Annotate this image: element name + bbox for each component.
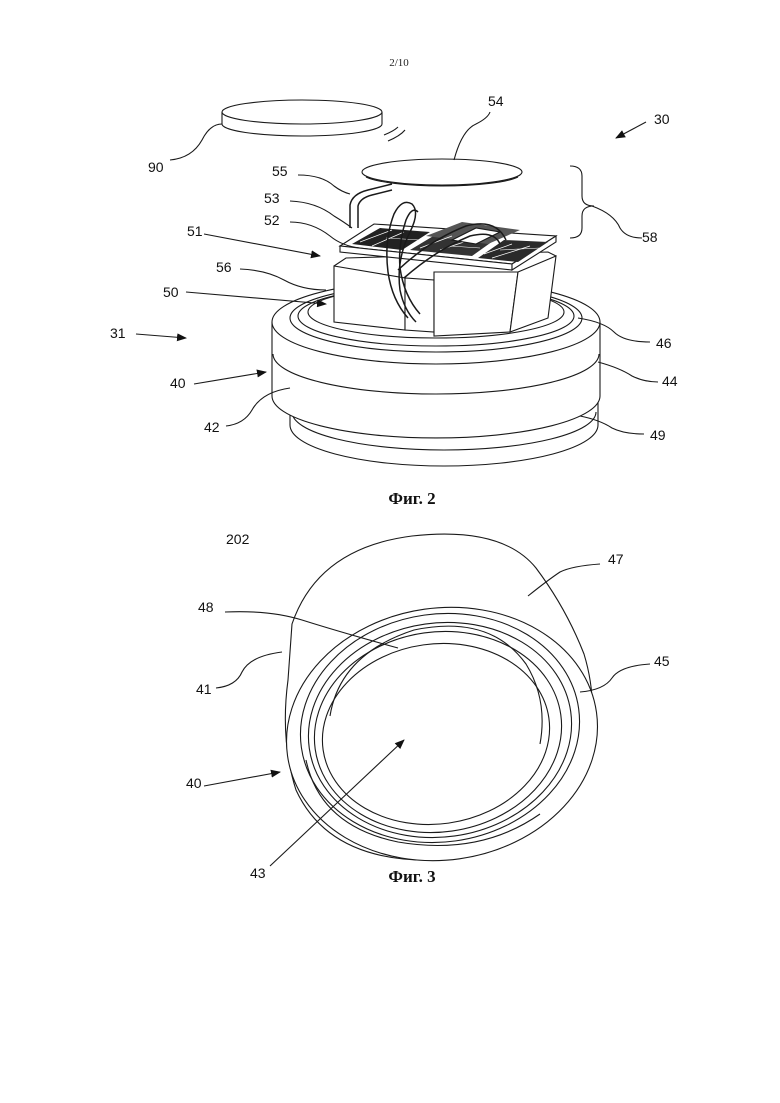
- label-46: 46: [656, 335, 672, 351]
- label-44: 44: [662, 373, 678, 389]
- label-50: 50: [163, 284, 179, 300]
- electronic-assembly-50: [334, 222, 556, 336]
- label-48: 48: [198, 599, 214, 615]
- label-90: 90: [148, 159, 164, 175]
- label-52: 52: [264, 212, 280, 228]
- label-45: 45: [654, 653, 670, 669]
- label-51: 51: [187, 223, 203, 239]
- label-47: 47: [608, 551, 624, 567]
- bracket-58: [570, 166, 594, 238]
- page-number: 2/10: [389, 57, 409, 69]
- label-40-fig3: 40: [186, 775, 202, 791]
- label-42: 42: [204, 419, 220, 435]
- label-30: 30: [654, 111, 670, 127]
- figure-2-drawing: [136, 100, 658, 466]
- label-56: 56: [216, 259, 232, 275]
- label-202: 202: [226, 531, 250, 547]
- disc-54: [362, 159, 522, 185]
- figure-2-caption: Фиг. 2: [388, 489, 435, 508]
- figure-3-caption: Фиг. 3: [388, 867, 435, 886]
- label-43: 43: [250, 865, 266, 881]
- label-55: 55: [272, 163, 288, 179]
- label-54: 54: [488, 93, 504, 109]
- label-40: 40: [170, 375, 186, 391]
- label-53: 53: [264, 190, 280, 206]
- disc-90: [222, 100, 405, 141]
- label-49: 49: [650, 427, 666, 443]
- label-41: 41: [196, 681, 212, 697]
- label-31: 31: [110, 325, 126, 341]
- label-58: 58: [642, 229, 658, 245]
- figure-3-drawing: [204, 534, 650, 880]
